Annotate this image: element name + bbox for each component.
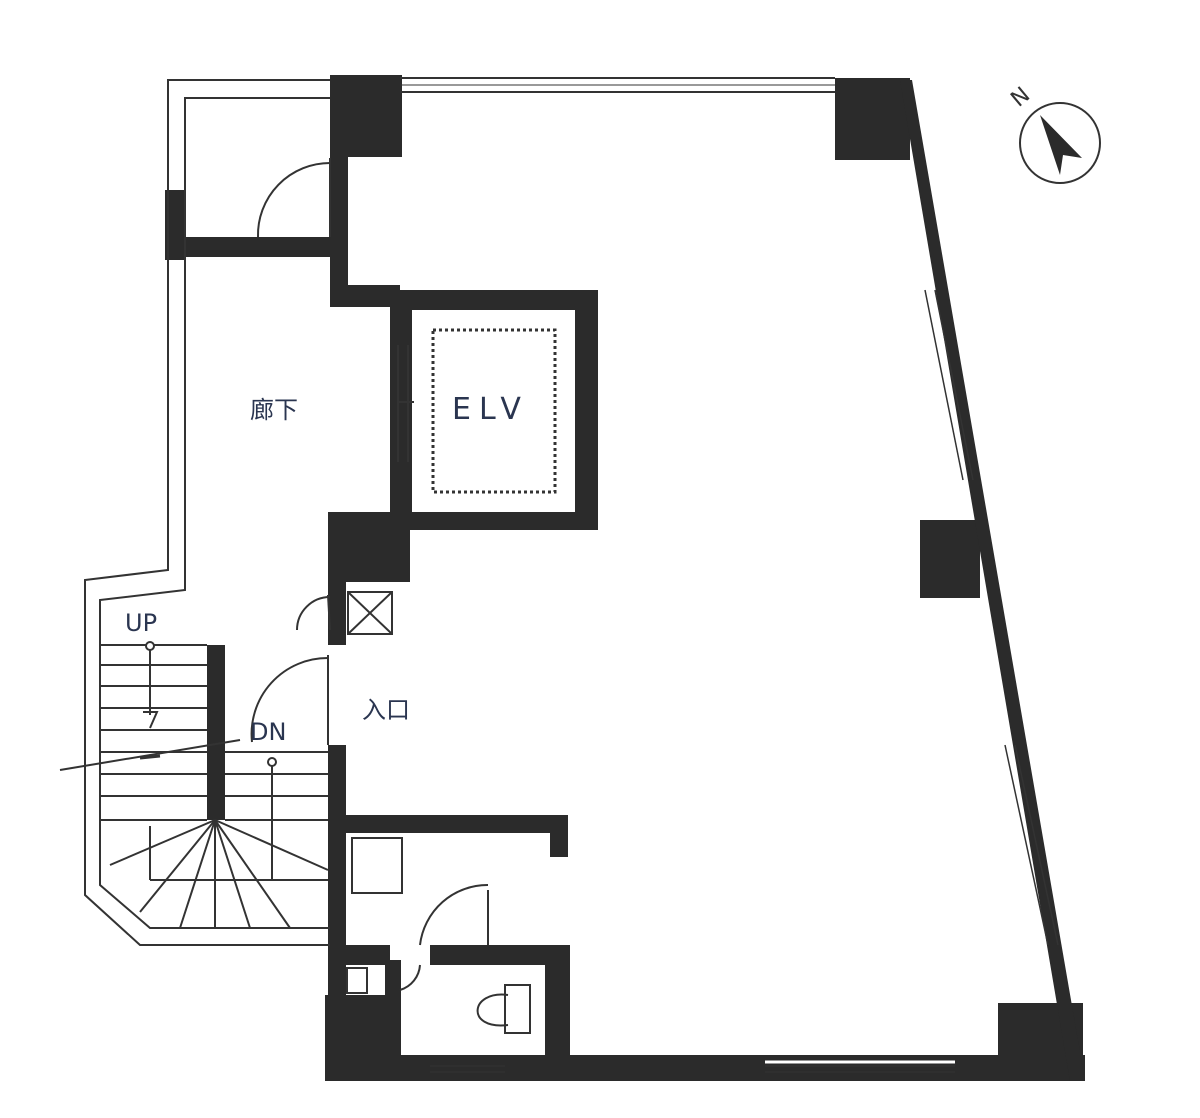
stair-down-label: DN (250, 718, 287, 746)
wall-main-left-mid (328, 575, 346, 645)
wall-stair-center (207, 645, 225, 820)
wall-right-diagonal (900, 80, 1085, 1081)
outer-thin-walls (84, 77, 1059, 1073)
wall-wc-left (385, 960, 401, 1060)
entrance-label: 入口 (362, 696, 410, 724)
wall-wc-mid2 (430, 945, 560, 965)
wall-upper-room (165, 237, 345, 257)
stair-up-label: UP (125, 609, 158, 637)
staircase (59, 641, 329, 929)
north-mark: N (1006, 83, 1035, 113)
small-shaft (346, 967, 368, 994)
elevator-cab (431, 328, 557, 494)
toilet-fixtures (346, 837, 531, 1034)
wall-wc-top (340, 815, 568, 833)
column-top-right (835, 78, 910, 160)
elevator-label: ELV (452, 392, 529, 427)
corridor-label: 廊下 (250, 396, 298, 424)
toilet-tank (504, 984, 531, 1034)
elevator-door (397, 345, 414, 462)
north-compass-icon: N (1006, 83, 1101, 184)
wall-upper-room-left (165, 190, 185, 260)
column-top-left (330, 75, 402, 157)
wall-bottom (325, 1055, 1085, 1081)
toilet-bowl (476, 993, 509, 1027)
wall-wc-stub (550, 815, 568, 857)
structural-walls (165, 75, 1085, 1081)
elevator-shaft-walls (390, 290, 598, 530)
wall-main-left-lower (328, 745, 346, 1060)
door-swings (250, 158, 489, 991)
column-mid-right (920, 520, 980, 598)
wall-wc-mid (340, 945, 390, 965)
pipe-shaft (347, 591, 393, 635)
wall-main-left-upper (330, 155, 348, 245)
sink-counter (351, 837, 403, 894)
